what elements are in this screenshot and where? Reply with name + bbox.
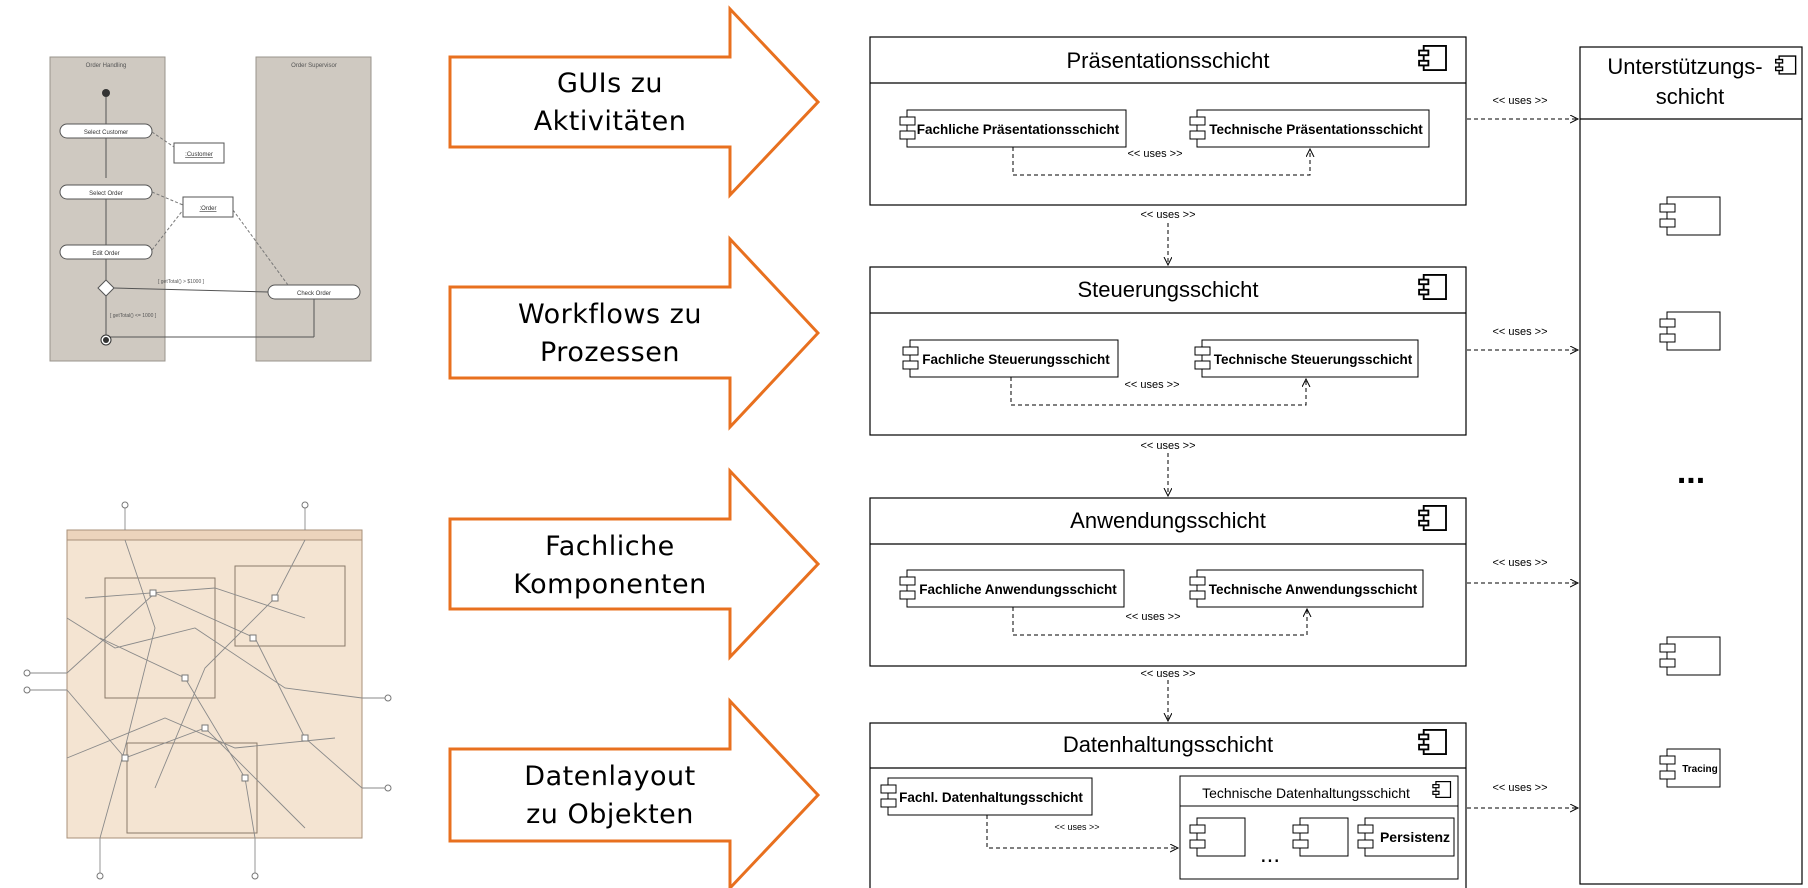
activity-node: [59, 123, 153, 139]
layer-title: Datenhaltungsschicht: [1063, 732, 1273, 757]
svg-text:[ getTotal() > $1000 ]: [ getTotal() > $1000 ]: [158, 279, 205, 285]
arrow-shape: [448, 467, 820, 661]
component-box: Fachliche Steuerungsschicht: [902, 339, 1119, 378]
uses-label: << uses >>: [1492, 557, 1547, 569]
component-box: Fachliche Anwendungsschicht: [899, 569, 1125, 608]
support-component-tracing: Tracing: [1659, 748, 1721, 788]
svg-text:Fachliche Anwendungsschicht: Fachliche Anwendungsschicht: [919, 582, 1117, 597]
layer-title: Steuerungsschicht: [1078, 277, 1259, 302]
lane-label: Order Supervisor: [291, 63, 337, 69]
layer-title: Präsentationsschicht: [1067, 48, 1270, 73]
component-icon: [1418, 274, 1447, 300]
svg-text:Select Customer: Select Customer: [84, 130, 128, 136]
uses-label: << uses >>: [1492, 95, 1547, 107]
uses-label: << uses >>: [1492, 782, 1547, 794]
component-box: Fachl. Datenhaltungsschicht: [880, 777, 1093, 816]
object-node: [173, 142, 225, 164]
svg-text:Persistenz: Persistenz: [1380, 829, 1450, 845]
layer-presentation: Präsentationsschicht Fachliche Präsentat…: [869, 36, 1467, 206]
object-node: [182, 196, 234, 218]
uses-label: << uses >>: [1140, 209, 1195, 221]
svg-text::Order: :Order: [199, 206, 216, 212]
uses-label: << uses >>: [1140, 668, 1195, 680]
svg-text:Technische Präsentationsschich: Technische Präsentationsschicht: [1209, 122, 1423, 137]
support-component: [1659, 196, 1721, 236]
arrow-shape: [448, 235, 820, 431]
support-title: Unterstützungs-: [1607, 54, 1762, 79]
arrow-shape: [448, 5, 820, 199]
swimlane-order-handling: [49, 56, 166, 362]
svg-text:Tracing: Tracing: [1682, 764, 1718, 775]
support-component: [1659, 636, 1721, 676]
component-small: [1292, 817, 1349, 857]
component-box: Technische Steuerungsschicht: [1194, 339, 1419, 378]
support-title: schicht: [1656, 84, 1724, 109]
component-small: [1189, 817, 1246, 857]
uses-label: << uses >>: [1124, 379, 1179, 391]
tech-data-container: Technische Datenhaltungsschicht ... Pers…: [1179, 775, 1459, 880]
support-layer: Unterstützungs- schicht ... Tracing: [1579, 46, 1803, 885]
svg-text:Select Order: Select Order: [89, 191, 123, 197]
ellipsis-text: ...: [1260, 841, 1280, 868]
component-icon: [1432, 781, 1452, 798]
layer-control: Steuerungsschicht Fachliche Steuerungssc…: [869, 266, 1467, 436]
uses-label: << uses >>: [1054, 822, 1099, 832]
svg-text:Technische Steuerungsschicht: Technische Steuerungsschicht: [1214, 352, 1413, 367]
uses-label: << uses >>: [1492, 326, 1547, 338]
uses-label: << uses >>: [1140, 440, 1195, 452]
svg-text:Technische Datenhaltungsschich: Technische Datenhaltungsschicht: [1202, 785, 1410, 801]
component-box: Fachliche Präsentationsschicht: [899, 109, 1127, 148]
svg-text::Customer: :Customer: [185, 152, 213, 158]
component-icon: [1775, 55, 1797, 75]
component-persistence: Persistenz: [1357, 817, 1455, 857]
component-box: Technische Präsentationsschicht: [1189, 109, 1430, 148]
svg-text:Fachl. Datenhaltungsschicht: Fachl. Datenhaltungsschicht: [899, 790, 1083, 805]
transformation-arrows: [448, 5, 820, 888]
ellipsis-text: ...: [1677, 453, 1705, 491]
layer-title: Anwendungsschicht: [1070, 508, 1266, 533]
component-icon: [1418, 45, 1447, 71]
arrow-shape: [448, 697, 820, 888]
activity-diagram-thumbnail: Order Handling Order Supervisor Select C…: [48, 55, 372, 365]
svg-text:Technische Anwendungsschicht: Technische Anwendungsschicht: [1209, 582, 1418, 597]
uses-label: << uses >>: [1127, 148, 1182, 160]
svg-text:Fachliche Steuerungsschicht: Fachliche Steuerungsschicht: [922, 352, 1110, 367]
svg-text:Fachliche Präsentationsschicht: Fachliche Präsentationsschicht: [917, 122, 1120, 137]
component-icon: [1418, 729, 1447, 755]
component-icon: [1418, 505, 1447, 531]
svg-text:[ getTotal() <= 1000 ]: [ getTotal() <= 1000 ]: [110, 313, 157, 319]
lane-label: Order Handling: [86, 63, 127, 69]
uses-label: << uses >>: [1125, 611, 1180, 623]
component-box: Technische Anwendungsschicht: [1189, 569, 1424, 608]
svg-text:Check Order: Check Order: [297, 291, 331, 297]
layer-application: Anwendungsschicht Fachliche Anwendungssc…: [869, 497, 1467, 667]
component-diagram-thumbnail: [23, 501, 392, 880]
support-component: [1659, 311, 1721, 351]
svg-text:Edit Order: Edit Order: [92, 251, 119, 257]
layer-data: Datenhaltungsschicht Fachl. Datenhaltung…: [869, 722, 1467, 888]
